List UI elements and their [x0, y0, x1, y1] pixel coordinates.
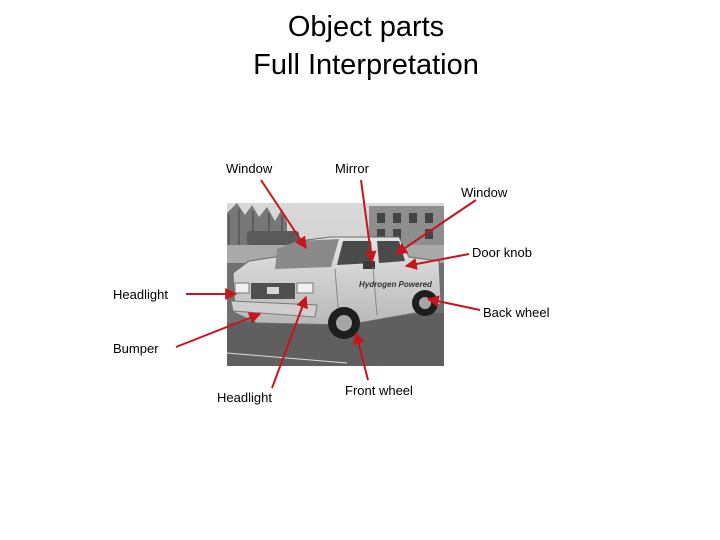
label-window-right: Window [461, 185, 507, 200]
label-headlight-bottom: Headlight [217, 390, 272, 405]
title-line-2: Full Interpretation [0, 46, 720, 84]
truck-decal-text: Hydrogen Powered [359, 280, 433, 289]
label-mirror: Mirror [335, 161, 369, 176]
label-bumper: Bumper [113, 341, 159, 356]
slide-title: Object parts Full Interpretation [0, 8, 720, 84]
truck-photo: Hydrogen Powered [227, 203, 444, 366]
label-window-left: Window [226, 161, 272, 176]
label-front-wheel: Front wheel [345, 383, 413, 398]
title-line-1: Object parts [0, 8, 720, 46]
label-back-wheel: Back wheel [483, 305, 549, 320]
label-door-knob: Door knob [472, 245, 532, 260]
label-headlight-left: Headlight [113, 287, 168, 302]
